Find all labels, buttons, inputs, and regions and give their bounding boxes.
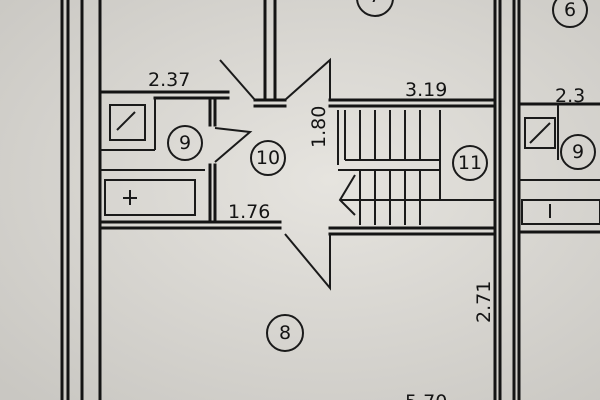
svg-text:7: 7 — [369, 0, 381, 7]
dim-room8-depth: 2.71 — [473, 281, 495, 323]
room-7-marker: 7 — [356, 0, 394, 17]
dimension-labels: 2.37 1.80 3.19 1.76 2.71 5.70 2.3 — [148, 69, 585, 400]
dim-room8-width: 5.70 — [405, 391, 447, 400]
dim-bath-width: 2.37 — [148, 69, 190, 91]
svg-text:6: 6 — [564, 0, 576, 21]
svg-text:8: 8 — [279, 322, 291, 344]
svg-text:10: 10 — [256, 147, 280, 169]
dim-corridor-depth: 1.80 — [308, 106, 330, 148]
walls — [60, 0, 600, 400]
svg-text:11: 11 — [458, 152, 482, 174]
svg-text:9: 9 — [572, 141, 584, 163]
room-6-marker: 6 — [552, 0, 588, 28]
dim-right-bath-width: 2.3 — [555, 85, 585, 107]
room-markers: 7 6 9 10 11 9 8 — [167, 0, 596, 352]
stair-treads — [359, 110, 421, 225]
room-9-marker: 9 — [167, 125, 203, 161]
room-11-marker: 11 — [452, 145, 488, 181]
dim-stair-width: 3.19 — [405, 79, 447, 101]
room-8-marker: 8 — [266, 314, 304, 352]
room-10-marker: 10 — [250, 140, 286, 176]
room-9-right-marker: 9 — [560, 134, 596, 170]
svg-text:9: 9 — [179, 132, 191, 154]
dim-bath-bottom: 1.76 — [228, 201, 270, 223]
